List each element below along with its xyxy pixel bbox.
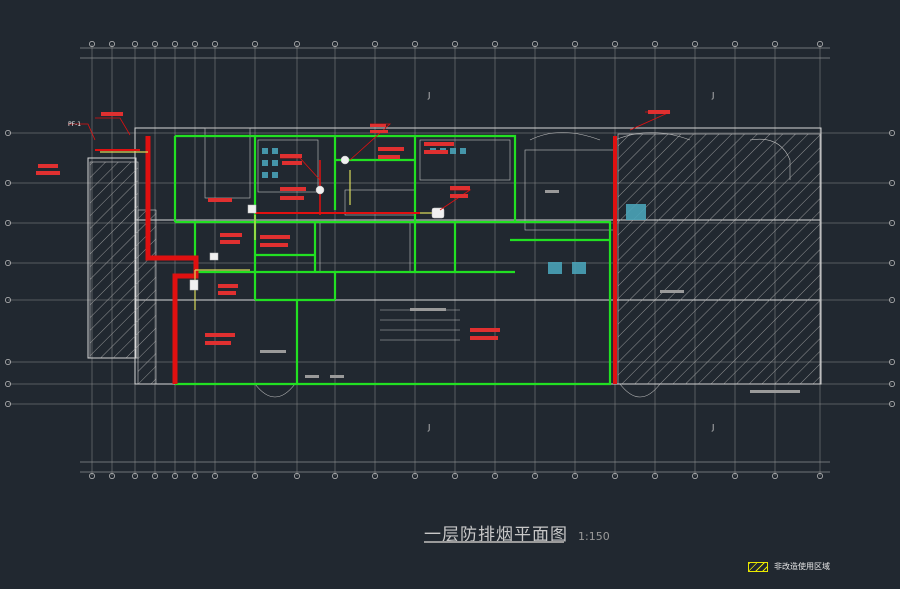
- axis-bubble: [889, 359, 895, 365]
- annotation-pf1: PF-1: [68, 121, 81, 128]
- axis-bubbles: [5, 41, 895, 479]
- axis-bubble: [109, 473, 115, 479]
- smoke-zone-boundaries: [173, 134, 612, 386]
- axis-bubble: [5, 381, 11, 387]
- axis-bubble: [532, 41, 538, 47]
- axis-bubble: [252, 41, 258, 47]
- axis-bubble: [152, 41, 158, 47]
- axis-bubble: [889, 297, 895, 303]
- axis-bubble: [5, 130, 11, 136]
- axis-bubble: [492, 41, 498, 47]
- axis-bubble: [294, 473, 300, 479]
- axis-bubble: [572, 41, 578, 47]
- duct-branches: [100, 151, 440, 310]
- axis-bubble: [332, 473, 338, 479]
- interior-partitions: [204, 127, 791, 398]
- axis-bubble: [5, 260, 11, 266]
- axis-bubble: [294, 41, 300, 47]
- axis-bubble: [5, 297, 11, 303]
- legend: 非改造使用区域: [748, 561, 830, 572]
- axis-bubble: [817, 473, 823, 479]
- drawing-scale: 1:150: [578, 530, 610, 543]
- axis-bubble: [212, 41, 218, 47]
- axis-bubble: [889, 401, 895, 407]
- axis-bubble: [889, 381, 895, 387]
- axis-bubble: [452, 473, 458, 479]
- axis-bubble: [109, 41, 115, 47]
- axis-bubble: [252, 473, 258, 479]
- axis-bubble: [412, 473, 418, 479]
- annotation-north-1: J: [427, 91, 430, 100]
- axis-bubble: [452, 41, 458, 47]
- axis-bubble: [889, 130, 895, 136]
- smoke-exhaust-ducts: [95, 136, 617, 384]
- axis-bubble: [889, 180, 895, 186]
- axis-bubble: [5, 180, 11, 186]
- axis-bubble: [612, 41, 618, 47]
- axis-bubble: [772, 473, 778, 479]
- axis-bubble: [372, 41, 378, 47]
- axis-bubble: [89, 41, 95, 47]
- axis-bubble: [132, 473, 138, 479]
- axis-bubble: [817, 41, 823, 47]
- axis-bubble: [889, 220, 895, 226]
- axis-bubble: [732, 41, 738, 47]
- axis-bubble: [889, 260, 895, 266]
- axis-bubble: [89, 473, 95, 479]
- axis-bubble: [212, 473, 218, 479]
- axis-bubble: [172, 473, 178, 479]
- axis-bubble: [5, 359, 11, 365]
- axis-bubble: [152, 473, 158, 479]
- axis-bubble: [532, 473, 538, 479]
- non-renovated-areas: [89, 133, 821, 385]
- axis-bubble: [492, 473, 498, 479]
- axis-bubble: [652, 473, 658, 479]
- drawing-title: 一层防排烟平面图: [424, 525, 568, 545]
- axis-bubble: [192, 41, 198, 47]
- drawing-title-block: 一层防排烟平面图 1:150: [424, 520, 610, 545]
- annotation-north-3: J: [427, 423, 430, 432]
- axis-bubble: [612, 473, 618, 479]
- annotation-north-4: J: [711, 423, 714, 432]
- axis-bubble: [192, 473, 198, 479]
- axis-bubble: [772, 41, 778, 47]
- room-labels: [260, 190, 800, 393]
- axis-bubble: [172, 41, 178, 47]
- axis-bubble: [5, 220, 11, 226]
- hatch-swatch-icon: [748, 561, 768, 572]
- callout-labels: [36, 110, 670, 345]
- axis-bubble: [372, 473, 378, 479]
- smoke-fans: [189, 155, 445, 291]
- legend-label: 非改造使用区域: [774, 562, 830, 571]
- axis-bubble: [572, 473, 578, 479]
- axis-bubble: [692, 41, 698, 47]
- axis-bubble: [692, 473, 698, 479]
- axis-bubble: [652, 41, 658, 47]
- axis-bubble: [132, 41, 138, 47]
- axis-bubble: [332, 41, 338, 47]
- axis-bubble: [412, 41, 418, 47]
- title-underline: [424, 541, 564, 543]
- annotation-north-2: J: [711, 91, 714, 100]
- axis-bubble: [5, 401, 11, 407]
- axis-bubble: [732, 473, 738, 479]
